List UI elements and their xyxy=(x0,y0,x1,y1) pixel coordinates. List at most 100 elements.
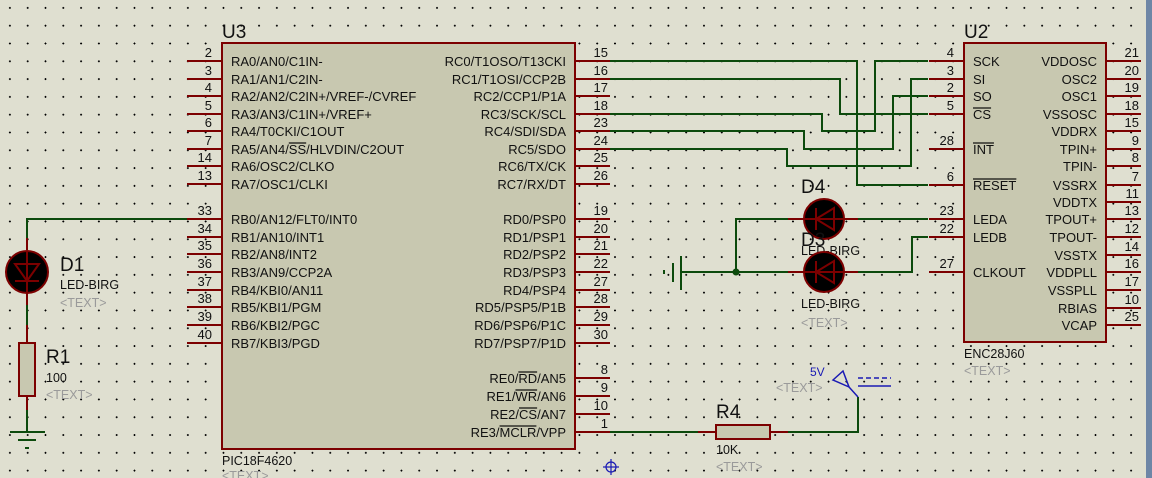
u2-body[interactable] xyxy=(963,42,1107,343)
pin-number: 4 xyxy=(205,80,212,95)
pin-label: RE2/CS/AN7 xyxy=(490,407,566,422)
component-u3[interactable]: U3 PIC18F4620 <TEXT> 2RA0/AN0/C1IN-3RA1/… xyxy=(187,22,610,478)
wire-rc4-so[interactable] xyxy=(610,95,928,150)
r1-value: 100 xyxy=(46,371,67,385)
led-d3[interactable]: D3 LED-BIRG LED-BIRG <TEXT> xyxy=(788,230,860,330)
wire-rc1-cs[interactable] xyxy=(610,78,928,115)
wire-r4-5v[interactable] xyxy=(788,397,859,433)
pin-label: RBIAS xyxy=(1058,301,1097,316)
wire-rc5-si[interactable] xyxy=(610,78,928,167)
u2-pin[interactable]: 5CS xyxy=(929,98,991,122)
pin-label: RC7/RX/DT xyxy=(497,177,566,192)
wire-rb0-d1[interactable] xyxy=(26,218,187,238)
pin-label: RD5/PSP5/P1B xyxy=(475,300,566,315)
window-frame-edge xyxy=(1146,0,1152,478)
pin-number: 21 xyxy=(1125,45,1139,60)
wire-d3-ledb[interactable] xyxy=(858,236,928,273)
u2-pin[interactable]: 3SI xyxy=(929,63,985,87)
pin-label: RC1/T1OSI/CCP2B xyxy=(452,72,566,87)
pin-number: 14 xyxy=(1125,239,1139,254)
pin-number: 28 xyxy=(594,291,608,306)
wire-rc0-reset[interactable] xyxy=(610,60,928,186)
component-u2[interactable]: U2 ENC28J60 <TEXT> 4SCK3SI2SO5CS28INT6RE… xyxy=(929,22,1141,378)
resistor-r4[interactable]: R4 10K <TEXT> xyxy=(698,402,788,474)
pin-label: RA4/T0CKI/C1OUT xyxy=(231,124,344,139)
led-d4[interactable]: D4 xyxy=(788,177,858,240)
wire-ground-d4[interactable] xyxy=(735,218,788,272)
led-d1[interactable]: D1 LED-BIRG <TEXT> xyxy=(5,238,119,310)
pin-number: 15 xyxy=(594,45,608,60)
power-terminal-5v[interactable]: 5V <TEXT> xyxy=(776,365,891,398)
pin-label: TPIN+ xyxy=(1060,142,1097,157)
u2-pin[interactable]: 2SO xyxy=(929,80,992,104)
pin-label: RC0/T1OSO/T13CKI xyxy=(445,54,566,69)
wire-rc3-sck[interactable] xyxy=(610,60,928,132)
pin-label: SCK xyxy=(973,54,1000,69)
u3-body[interactable] xyxy=(221,42,576,450)
pin-number: 18 xyxy=(1125,98,1139,113)
pin-number: 14 xyxy=(198,150,212,165)
pin-label: RA5/AN4/SS/HLVDIN/C2OUT xyxy=(231,142,404,157)
d1-text-placeholder: <TEXT> xyxy=(60,296,107,310)
resistor-r1[interactable]: R1 100 <TEXT> xyxy=(18,325,93,410)
